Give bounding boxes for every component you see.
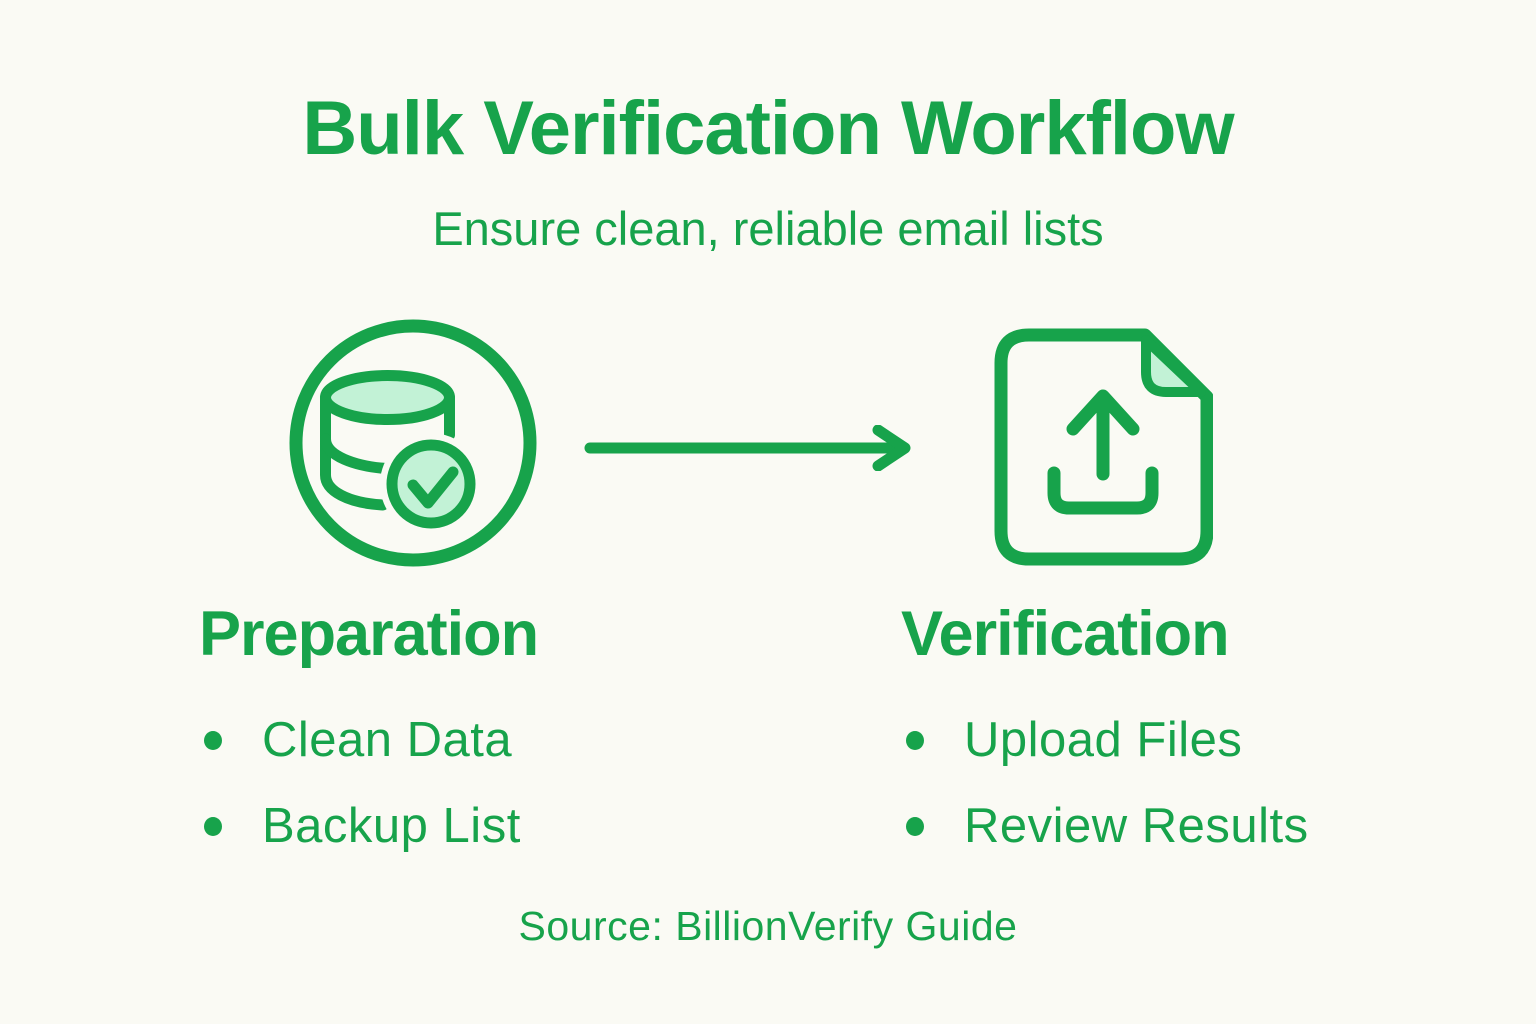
list-item-label: Clean Data bbox=[262, 713, 513, 767]
list-item: Backup List bbox=[204, 795, 521, 857]
page-title: Bulk Verification Workflow bbox=[302, 86, 1234, 171]
database-check-icon bbox=[283, 313, 543, 573]
bullet-dot-icon bbox=[906, 730, 924, 750]
list-item: Review Results bbox=[906, 795, 1309, 857]
bullet-dot-icon bbox=[204, 730, 222, 750]
file-upload-icon bbox=[993, 328, 1213, 568]
list-item-label: Backup List bbox=[262, 799, 521, 853]
step-heading-preparation: Preparation bbox=[199, 599, 539, 669]
page-subtitle: Ensure clean, reliable email lists bbox=[432, 202, 1104, 255]
bullet-dot-icon bbox=[204, 816, 222, 836]
list-item: Clean Data bbox=[204, 709, 512, 771]
right-arrow-icon bbox=[583, 425, 917, 471]
list-item-label: Upload Files bbox=[964, 713, 1243, 767]
step-heading-verification: Verification bbox=[901, 599, 1230, 669]
list-item-label: Review Results bbox=[964, 799, 1309, 853]
bullet-dot-icon bbox=[906, 816, 924, 836]
source-attribution: Source: BillionVerify Guide bbox=[518, 903, 1018, 949]
list-item: Upload Files bbox=[906, 709, 1242, 771]
